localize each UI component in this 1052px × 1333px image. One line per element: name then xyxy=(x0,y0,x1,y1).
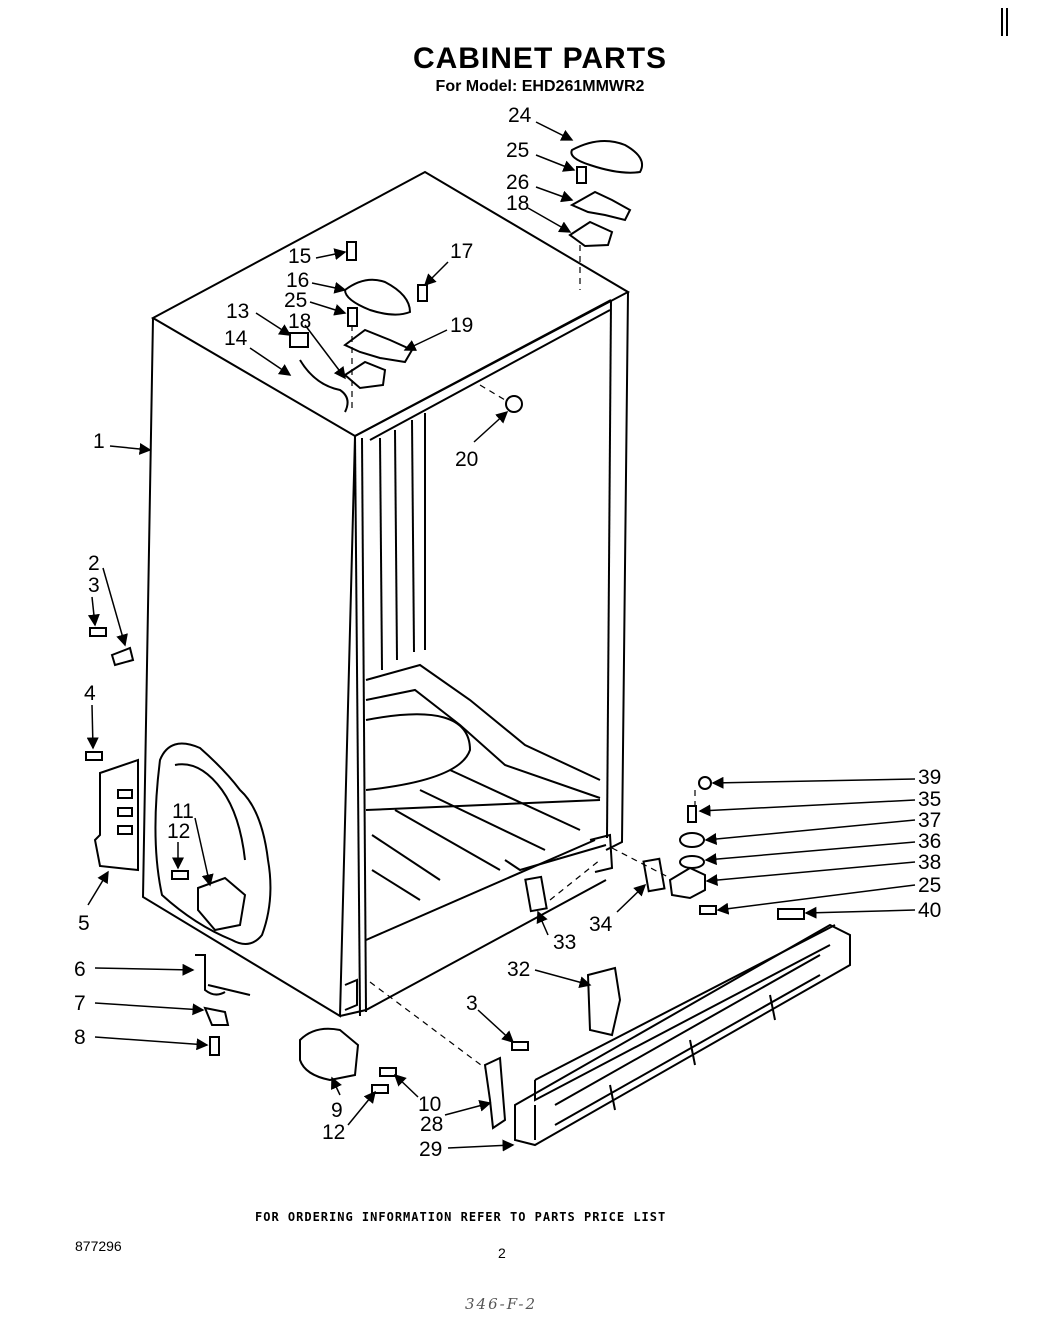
callout-12: 12 xyxy=(167,820,190,843)
edge-mark-right xyxy=(1006,8,1008,36)
callout-1: 1 xyxy=(93,430,105,453)
ordering-note: FOR ORDERING INFORMATION REFER TO PARTS … xyxy=(255,1210,667,1224)
callout-15: 15 xyxy=(288,245,311,268)
callout-35: 35 xyxy=(918,788,941,811)
part-19-hinge xyxy=(343,328,414,364)
part-20-plug xyxy=(505,395,523,413)
part-34-shim xyxy=(642,857,666,893)
callout-2: 2 xyxy=(88,552,100,575)
part-29-grille xyxy=(514,923,851,1147)
callout-38: 38 xyxy=(918,851,941,874)
page-title: CABINET PARTS xyxy=(412,42,668,75)
document-number: 877296 xyxy=(75,1238,122,1254)
callout-18: 18 xyxy=(506,192,529,215)
callout-33: 33 xyxy=(553,931,576,954)
part-24-hinge-cover xyxy=(570,140,644,174)
callout-25: 25 xyxy=(284,289,307,312)
callout-5: 5 xyxy=(78,912,90,935)
callout-18: 18 xyxy=(288,310,311,333)
callout-9: 9 xyxy=(331,1099,343,1122)
part-36-washer xyxy=(679,855,705,869)
part-38-hinge xyxy=(668,866,706,900)
parts-shapes xyxy=(85,140,851,1147)
part-40-leveler xyxy=(777,908,805,920)
callout-32: 32 xyxy=(507,958,530,981)
callout-14: 14 xyxy=(224,327,248,350)
part-37-washer xyxy=(679,832,705,848)
cutaway-tubing xyxy=(154,742,272,945)
callout-3: 3 xyxy=(88,574,100,597)
edge-mark-left xyxy=(1001,8,1003,36)
part-13-connector xyxy=(289,332,309,348)
callout-4: 4 xyxy=(84,682,96,705)
part-11-relay xyxy=(197,876,247,932)
callout-labels: 24 25 26 18 15 16 17 25 13 18 19 14 20 1… xyxy=(74,104,941,1161)
part-16-hinge-cover xyxy=(343,278,412,316)
part-5-bracket xyxy=(93,758,139,872)
part-8-screw xyxy=(209,1036,220,1056)
callout-39: 39 xyxy=(918,766,941,789)
part-12-screw-lower xyxy=(371,1084,389,1094)
callout-6: 6 xyxy=(74,958,86,981)
callout-17: 17 xyxy=(450,240,473,263)
part-10-screw xyxy=(379,1067,397,1077)
part-25-screw xyxy=(576,166,587,184)
callout-29: 29 xyxy=(419,1138,442,1161)
callout-26: 26 xyxy=(506,171,529,194)
callout-25: 25 xyxy=(918,874,941,897)
assembly-lines xyxy=(351,245,696,1069)
callout-28: 28 xyxy=(420,1113,443,1136)
callout-20: 20 xyxy=(455,448,478,471)
part-6-tube xyxy=(195,954,226,996)
part-28-bracket xyxy=(483,1056,507,1130)
part-25-screw-lower xyxy=(699,905,717,915)
part-39-nut xyxy=(698,776,712,790)
callout-10: 10 xyxy=(418,1093,441,1116)
handwritten-note: 346-F-2 xyxy=(465,1295,538,1313)
callout-12: 12 xyxy=(322,1121,345,1144)
part-2-clip xyxy=(110,646,135,667)
part-7-clamp xyxy=(203,1006,230,1026)
callout-37: 37 xyxy=(918,809,941,832)
callout-13: 13 xyxy=(226,300,249,323)
part-35-screw xyxy=(687,805,697,823)
leader-arrows xyxy=(86,121,916,1152)
part-3-screw-left xyxy=(89,627,107,637)
callout-24: 24 xyxy=(508,104,532,127)
cabinet-body xyxy=(141,170,631,1018)
part-3-screw-lower xyxy=(511,1041,529,1051)
callout-25: 25 xyxy=(506,139,529,162)
callout-40: 40 xyxy=(918,899,941,922)
part-33-shim xyxy=(524,875,548,913)
part-15-screw xyxy=(346,241,357,261)
callout-19: 19 xyxy=(450,314,473,337)
part-4-screw xyxy=(85,751,103,761)
part-12-screw-upper xyxy=(171,870,189,880)
callout-34: 34 xyxy=(589,913,613,936)
part-26-hinge xyxy=(569,190,632,222)
callout-8: 8 xyxy=(74,1026,86,1049)
part-18-shim-mid xyxy=(343,360,387,390)
part-25-screw-mid xyxy=(347,307,358,327)
part-14-wire xyxy=(299,359,349,413)
callout-3: 3 xyxy=(466,992,478,1015)
page-number: 2 xyxy=(498,1245,506,1261)
callout-7: 7 xyxy=(74,992,86,1015)
part-32-bracket xyxy=(586,966,622,1037)
part-17-screw xyxy=(417,284,428,302)
part-18-shim-top xyxy=(568,220,614,248)
part-9-hinge xyxy=(299,1027,360,1082)
callout-36: 36 xyxy=(918,830,941,853)
model-subtitle: For Model: EHD261MMWR2 xyxy=(435,78,645,95)
callout-11: 11 xyxy=(172,800,194,823)
callout-16: 16 xyxy=(286,269,309,292)
